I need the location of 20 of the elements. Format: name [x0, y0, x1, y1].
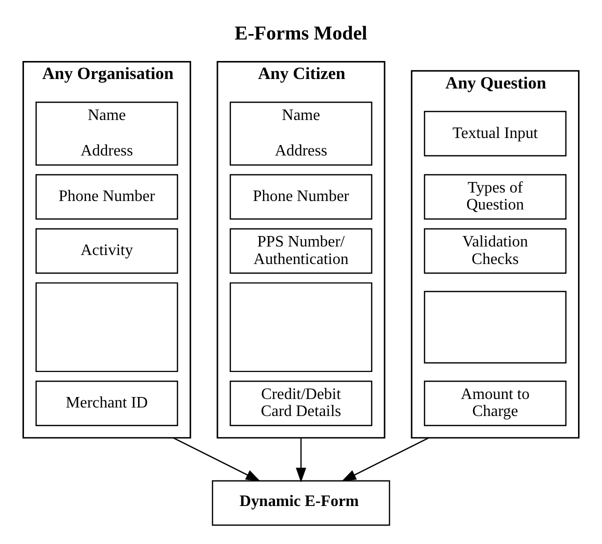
node-box: Amount to Charge: [424, 380, 566, 426]
node-box: Textual Input: [424, 110, 566, 156]
node-box: [230, 282, 372, 372]
node-box: Name Address: [230, 101, 372, 166]
arrow: [341, 436, 430, 482]
node-box: Activity: [36, 228, 178, 274]
node-box: Credit/Debit Card Details: [230, 380, 372, 426]
arrow: [296, 437, 306, 482]
node-box: Phone Number: [230, 174, 372, 220]
node-box: Validation Checks: [424, 228, 566, 274]
node-box: Merchant ID: [36, 380, 178, 426]
diagram-title: E-Forms Model: [234, 22, 368, 44]
node-box: [424, 290, 566, 363]
node-box: Name Address: [36, 101, 178, 166]
node-box: Types of Question: [424, 174, 566, 220]
node-box: [36, 282, 178, 372]
node-box: Phone Number: [36, 174, 178, 220]
arrow: [172, 436, 261, 482]
node-box: Dynamic E-Form: [212, 480, 390, 526]
node-box: PPS Number/ Authentication: [230, 228, 372, 274]
